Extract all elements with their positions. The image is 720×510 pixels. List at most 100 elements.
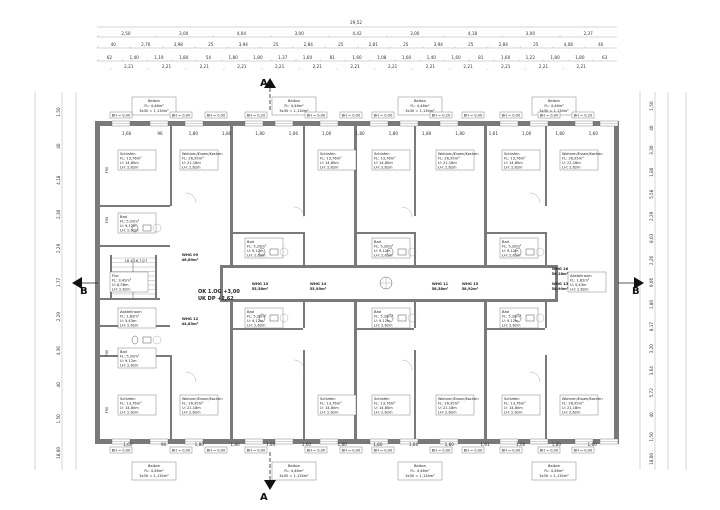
room-perimeter: U: 5,43m (120, 319, 137, 323)
sill-height: BH = 0,00 (207, 114, 226, 118)
wall-dimension: 1,80 (552, 442, 562, 447)
level-info: OK 1.OG +3,00 UK DP +2,62 (198, 289, 240, 302)
sill-height: BH = 0,00 (172, 114, 191, 118)
wall-dimension: 1,80 (409, 442, 419, 447)
dimension-value: 3,00 (410, 31, 420, 36)
balcony-area: FL: 4,46m² (284, 469, 304, 473)
room-height: LH: 2,62m (504, 166, 523, 170)
room-title: Schlafen (120, 152, 136, 156)
room-title: Schlafen (320, 152, 336, 156)
dimension-value: 4,08 (564, 42, 574, 47)
sill-height: BH = 0,00 (207, 449, 226, 453)
room-area: FL: 26,95m² (562, 157, 584, 161)
unit-name: WHG 09 (182, 253, 199, 257)
unit-name: WHG 16 (552, 267, 569, 271)
unit-name: WHG 10 (252, 282, 269, 286)
dimension-value: 1,50 (56, 414, 61, 424)
dimension-value: 2,50 (121, 31, 131, 36)
room-area: FL: 3,42m² (112, 279, 132, 283)
unit-area: 44,83m² (182, 322, 199, 326)
section-b-left: B (80, 286, 88, 297)
dimension-value: 3,94 (434, 42, 444, 47)
dimension-value: 1,80 (179, 55, 189, 60)
dimension-value: 1,80 (229, 55, 239, 60)
room-perimeter: U: 21,18m (562, 406, 581, 410)
dimension-value: 40 (111, 42, 117, 47)
sill-height: BH = 0,00 (432, 449, 451, 453)
dimension-value: 1,22 (526, 55, 536, 60)
balcony-area: FL: 4,46m² (144, 469, 164, 473)
room-title: Wohnen/Essen/Kochen (562, 397, 603, 401)
room-title: Schlafen (374, 152, 390, 156)
dimension-value: 2,21 (388, 64, 398, 69)
room-height: LH: 2,62m (247, 254, 266, 258)
balcony-area: FL: 4,46m² (410, 104, 430, 108)
dimension-value: 1,60 (451, 55, 461, 60)
sill-height: BH = 0,00 (574, 449, 593, 453)
room-area: FL: 13,76m² (120, 157, 142, 161)
room-area: FL: 26,95m² (438, 157, 460, 161)
dimension-value: 2,21 (162, 64, 172, 69)
sill-height: BH = 0,00 (112, 114, 131, 118)
room-height: LH: 2,62m (374, 166, 393, 170)
dimension-value: 1,08 (377, 55, 387, 60)
dimension-value: 1,60 (402, 55, 412, 60)
balcony-title: Balkon (148, 99, 160, 103)
balcony-calc: 3x30 = 1,134m² (405, 474, 435, 478)
room-area: FL: 13,76m² (320, 402, 342, 406)
dimension-value: 1,80 (253, 55, 263, 60)
room-height: LH: 2,62m (320, 411, 339, 415)
room-perimeter: U: 21,18m (562, 161, 581, 165)
dimension-value: 18,00 (649, 453, 654, 465)
room-title: Schlafen (504, 397, 520, 401)
room-title: Wohnen/Essen/Kochen (438, 152, 479, 156)
dimension-value: 40 (56, 143, 61, 149)
dimension-value: 3,20 (649, 344, 654, 354)
room-height: LH: 2,62m (120, 166, 139, 170)
balcony-title: Balkon (414, 464, 426, 468)
room-perimeter: U: 9,12m (502, 249, 519, 253)
corridor-light (379, 276, 393, 290)
wall-dimension: 1,80 (266, 442, 276, 447)
room-title: Wohnen/Essen/Kochen (182, 397, 223, 401)
dimension-value: 5,58 (649, 189, 654, 199)
wall-dimension: 1,00 (322, 131, 332, 136)
unit-area: 55,95m² (310, 287, 327, 291)
right-dimension-chains: 1,50403,301,805,582,298,032,269,061,808,… (639, 92, 687, 470)
room-area: FL: 13,76m² (374, 157, 396, 161)
room-area: FL: 5,20m² (374, 245, 394, 249)
dimension-value: 2,21 (237, 64, 247, 69)
wall-dimension: 1,60 (122, 131, 132, 136)
room-area: FL: 5,20m² (120, 220, 140, 224)
dimension-value: 2,21 (124, 64, 134, 69)
fire-rating: F90 (105, 166, 109, 173)
sill-height: BH = 0,00 (464, 449, 483, 453)
balcony-area: FL: 4,46m² (410, 469, 430, 473)
room-perimeter: U: 9,12m (120, 359, 137, 363)
wall-dimension: 1,00 (302, 442, 312, 447)
dimension-value: 18,00 (56, 447, 61, 459)
dimension-value: 1,60 (352, 55, 362, 60)
wall-dimension: 1,60 (587, 442, 597, 447)
room-title: Bad (247, 310, 254, 314)
room-area: FL: 13,76m² (504, 157, 526, 161)
room-perimeter: U: 14,80m (374, 161, 393, 165)
dimension-value: 40 (649, 412, 654, 418)
dimension-value: 2,29 (56, 312, 61, 322)
room-height: LH: 2,62m (562, 411, 581, 415)
room-area: FL: 5,20m² (247, 245, 267, 249)
wall-dimension: 1,80 (445, 442, 455, 447)
unit-area: 58,92m² (462, 287, 479, 291)
room-perimeter: U: 9,12m (374, 319, 391, 323)
room-area: FL: 5,20m² (502, 245, 522, 249)
dimension-value: 2,84 (304, 42, 314, 47)
room-title: Wohnen/Essen/Kochen (182, 152, 223, 156)
room-area: FL: 13,76m² (320, 157, 342, 161)
room-area: FL: 5,20m² (502, 315, 522, 319)
dimension-value: 2,29 (649, 211, 654, 221)
balcony-calc: 3x30 = 1,134m² (139, 109, 169, 113)
room-area: FL: 26,95m² (182, 402, 204, 406)
wall-dimension: 1,80 (255, 131, 265, 136)
